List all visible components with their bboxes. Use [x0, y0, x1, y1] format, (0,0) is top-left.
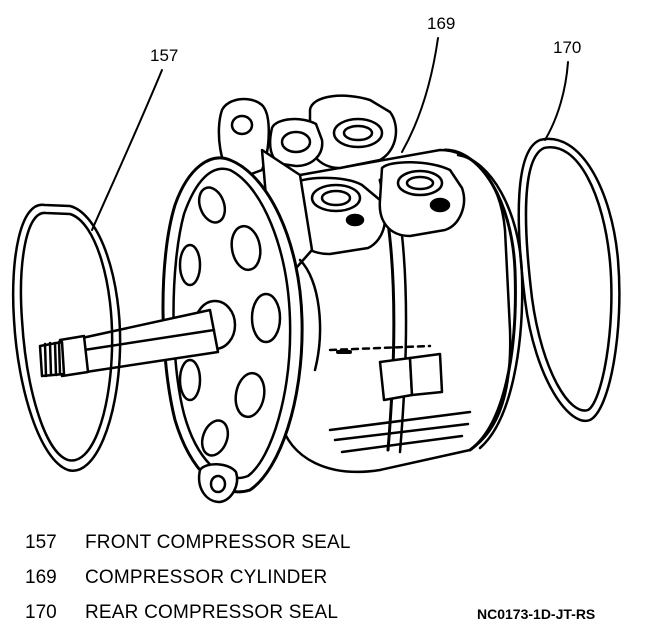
legend-item: 170 REAR COMPRESSOR SEAL — [25, 602, 338, 624]
front-compressor-seal — [11, 203, 122, 472]
leader-169 — [401, 37, 439, 153]
legend-number: 157 — [25, 532, 57, 553]
legend-label: FRONT COMPRESSOR SEAL — [85, 532, 351, 553]
legend-label: COMPRESSOR CYLINDER — [85, 567, 328, 588]
callout-169: 169 — [427, 14, 456, 33]
callout-170: 170 — [553, 38, 582, 57]
rear-compressor-seal — [517, 137, 621, 423]
legend-label: REAR COMPRESSOR SEAL — [85, 602, 339, 623]
leader-lines — [91, 37, 569, 231]
compressor-cylinder — [217, 94, 524, 474]
callout-157: 157 — [150, 46, 179, 65]
compressor-diagram — [11, 37, 621, 504]
front-head-plate — [161, 156, 304, 504]
compressor-shaft — [38, 308, 220, 378]
figure-code: NC0173-1D-JT-RS — [477, 606, 596, 622]
legend-item: 169 COMPRESSOR CYLINDER — [25, 567, 327, 589]
legend-number: 170 — [25, 602, 57, 623]
leader-157 — [91, 69, 163, 231]
legend-number: 169 — [25, 567, 57, 588]
legend-item: 157 FRONT COMPRESSOR SEAL — [25, 532, 351, 554]
leader-170 — [544, 61, 569, 141]
